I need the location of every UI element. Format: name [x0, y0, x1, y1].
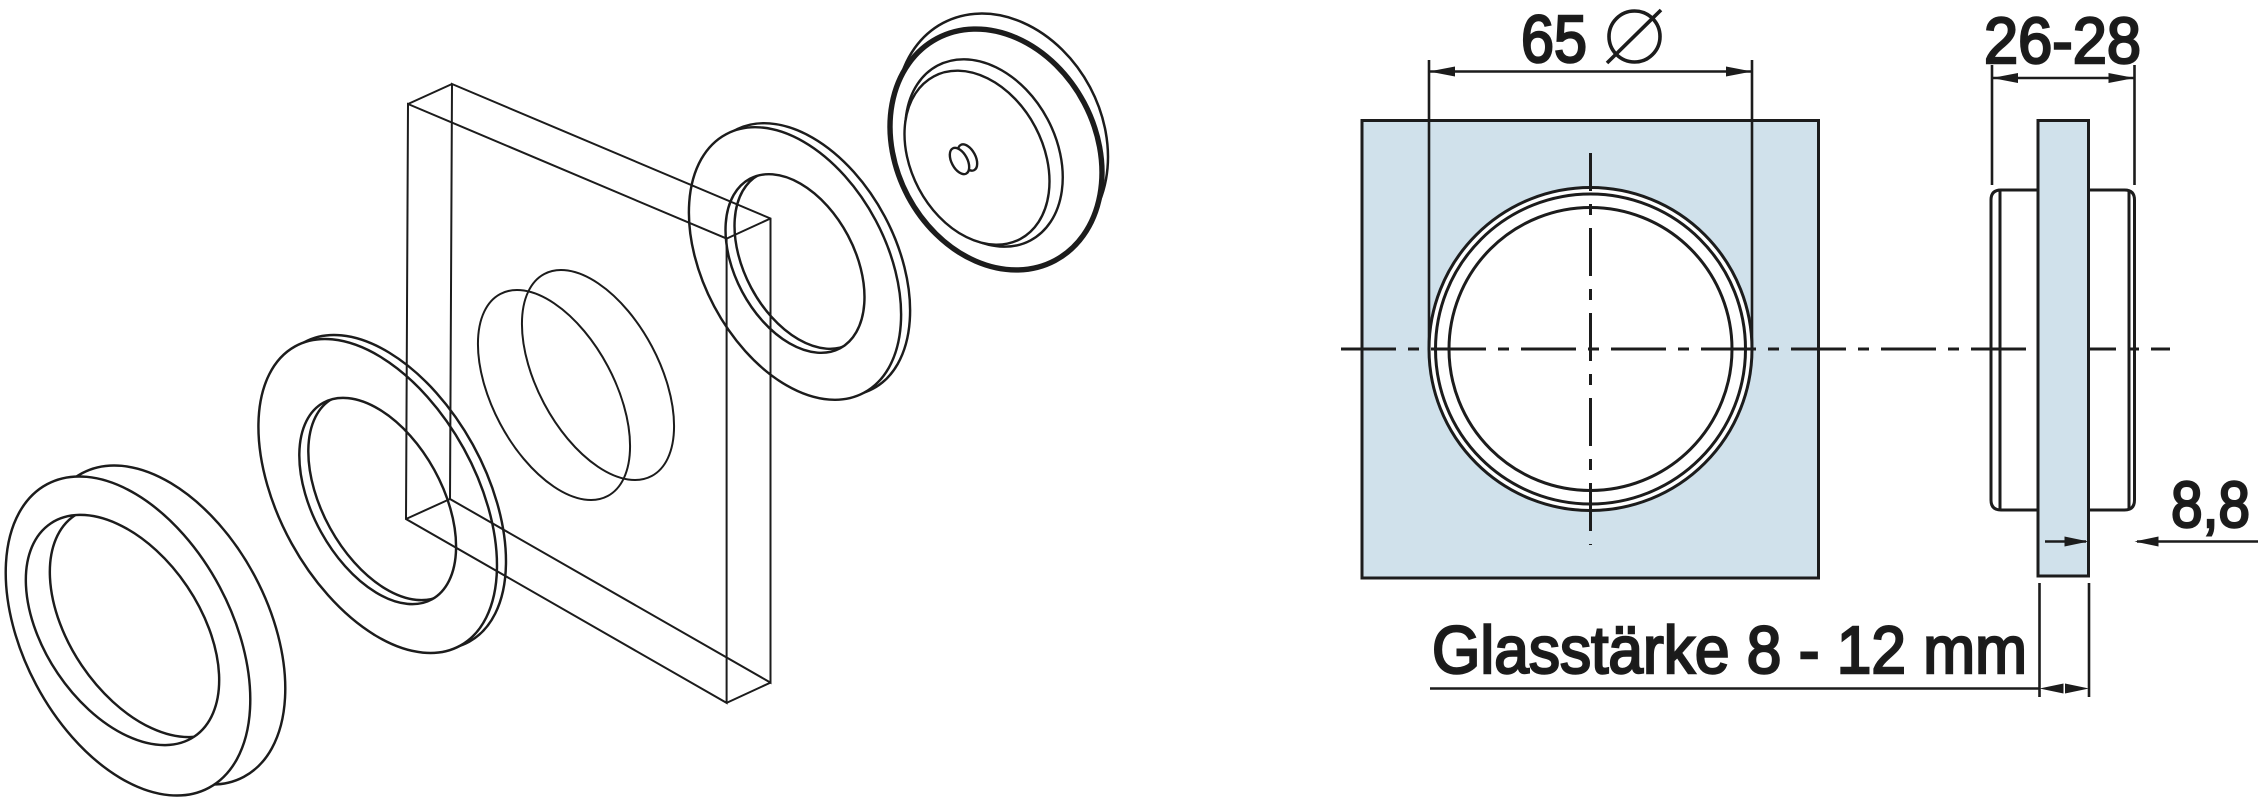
svg-text:26-28: 26-28 [1984, 4, 2141, 77]
svg-text:8,8: 8,8 [2171, 468, 2250, 541]
svg-text:Glasstärke 8 - 12 mm: Glasstärke 8 - 12 mm [1432, 613, 2027, 688]
svg-text:65: 65 [1521, 2, 1587, 77]
